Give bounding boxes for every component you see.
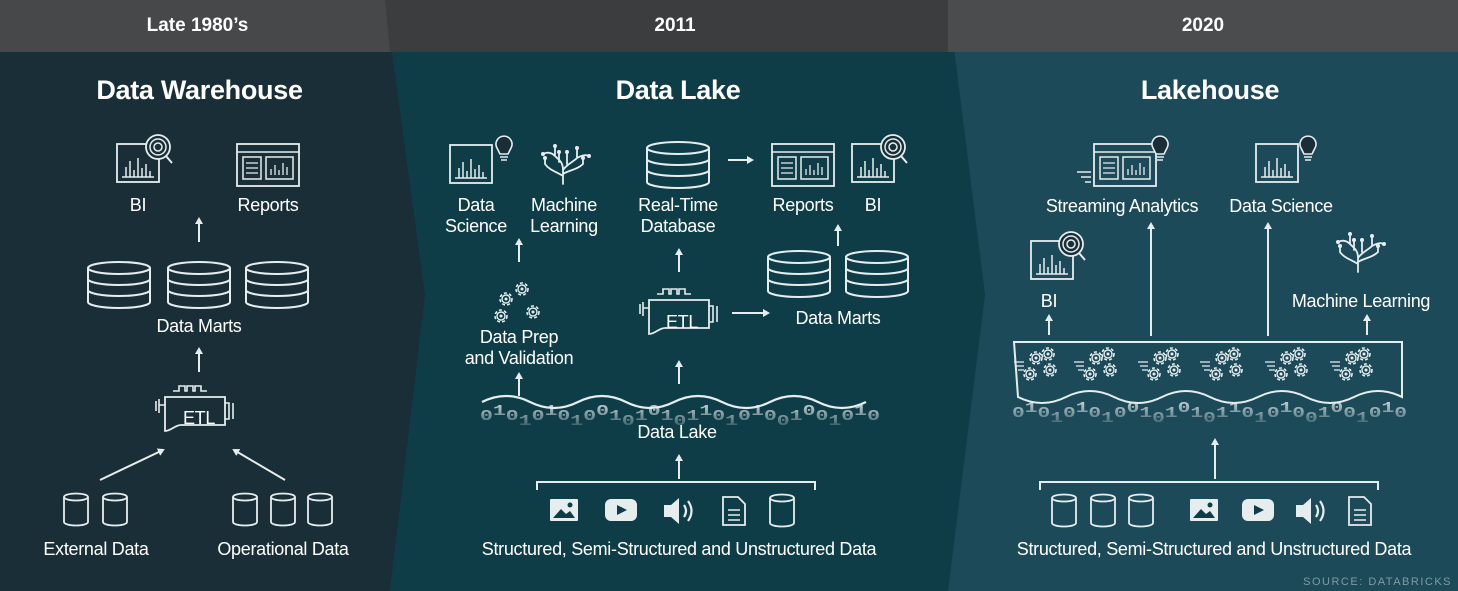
lakehouse-streaming-icon [1077, 135, 1169, 187]
warehouse-reports-label: Reports [237, 195, 299, 215]
lake-prep-line2: and Validation [464, 348, 574, 368]
header-late-1980s: Late 1980’s [146, 15, 249, 36]
lakehouse-data-science-label: Data Science [1229, 196, 1333, 216]
lake-data-marts-label: Data Marts [795, 308, 881, 328]
operational-data-label: Operational Data [217, 539, 349, 559]
lake-title: Data Lake [615, 75, 741, 105]
lake-ml-line2: Learning [530, 216, 598, 236]
lake-etl-label: ETL [665, 312, 699, 332]
lake-data-science-line1: Data [457, 195, 495, 215]
lake-rt-line2: Database [640, 216, 716, 236]
header-bar-lakehouse [948, 0, 1458, 52]
lakehouse-bi-label: BI [1040, 291, 1058, 311]
lake-reports-label: Reports [772, 195, 834, 215]
lake-prep-line1: Data Prep [479, 327, 559, 347]
lakehouse-processing-layer [1012, 341, 1403, 404]
panel-lake [385, 0, 985, 591]
lake-data-lake-label: Data Lake [637, 422, 717, 442]
lake-bi-label: BI [864, 195, 882, 215]
warehouse-etl-label: ETL [182, 408, 216, 428]
header-bar-lake [385, 0, 952, 52]
lakehouse-sources-label: Structured, Semi-Structured and Unstruct… [1016, 539, 1412, 559]
lake-rt-line1: Real-Time [638, 195, 718, 215]
external-data-label: External Data [43, 539, 149, 559]
panel-lakehouse [948, 0, 1458, 591]
lake-data-science-line2: Science [445, 216, 507, 236]
lakehouse-title: Lakehouse [1140, 75, 1280, 105]
lake-sources-label: Structured, Semi-Structured and Unstruct… [481, 539, 877, 559]
source-credit: SOURCE: DATABRICKS [1303, 576, 1452, 588]
header-2011: 2011 [654, 15, 696, 36]
lakehouse-ml-label: Machine Learning [1291, 291, 1431, 311]
lake-ml-line1: Machine [531, 195, 597, 215]
warehouse-data-marts-label: Data Marts [156, 316, 242, 336]
warehouse-title: Data Warehouse [96, 75, 303, 105]
lake-wave [481, 394, 867, 410]
header-bar-warehouse [0, 0, 390, 52]
warehouse-bi-label: BI [129, 195, 147, 215]
lakehouse-streaming-label: Streaming Analytics [1045, 196, 1199, 216]
header-2020: 2020 [1181, 15, 1225, 36]
